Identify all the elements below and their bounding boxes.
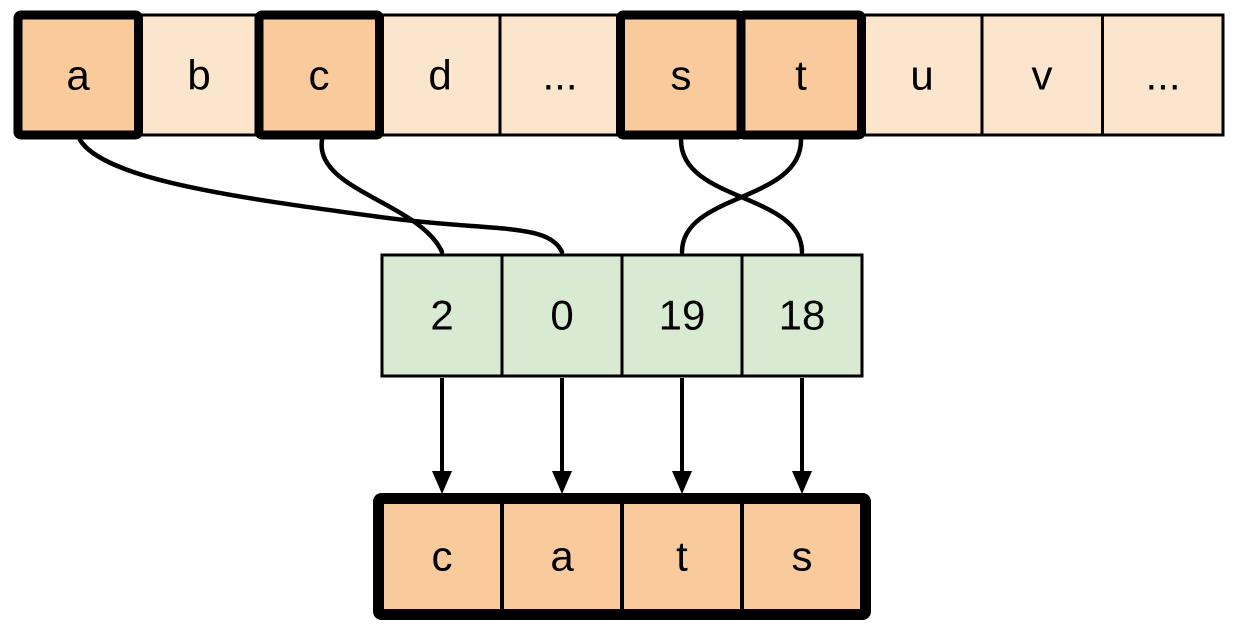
connector-a-to-0 [77,137,565,255]
connector-t-to-19 [679,137,804,255]
output-row-outer-border [373,493,871,620]
alphabet-cell-v-label: v [1032,52,1053,99]
alphabet-cell-d-label: d [428,52,451,99]
letter-to-index-connectors [77,137,805,255]
index-cell-18-value: 18 [779,292,826,339]
output-cell-s: s [740,500,864,613]
index-cell-18: 18 [740,253,864,378]
alphabet-cell-v: v [980,13,1104,137]
output-cell-s-label: s [792,533,813,580]
arrow-19-to-t-head [672,471,692,494]
arrow-0-to-a [552,378,572,494]
output-cell-a-label: a [550,533,574,580]
alphabet-cell-ellipsis-1-label: ... [542,52,577,99]
alphabet-cell-v-box [980,13,1104,137]
output-cell-c: c [380,500,504,613]
index-cell-2-value: 2 [430,292,453,339]
alphabet-cell-ellipsis-1-box [498,13,622,137]
alphabet-cell-c-label: c [309,52,330,99]
arrow-18-to-s [792,378,812,494]
alphabet-cell-a-highlighted: a [13,10,143,140]
alphabet-cell-d-box [378,13,502,137]
alphabet-cell-ellipsis-1: ... [498,13,622,137]
index-cell-19: 19 [620,253,744,378]
index-cell-19-box [620,253,744,378]
alphabet-cell-c-box [254,10,384,140]
alphabet-cell-t-highlighted: t [736,10,866,140]
index-cell-0-value: 0 [550,292,573,339]
index-cell-2-box [380,253,504,378]
alphabet-cell-c-highlighted: c [254,10,384,140]
alphabet-cell-s-label: s [671,52,692,99]
index-cell-2: 2 [380,253,504,378]
alphabet-cell-s-highlighted: s [616,10,746,140]
output-cell-t: t [620,500,744,613]
arrow-19-to-t [672,378,692,494]
alphabet-cell-ellipsis-2-box [1101,13,1225,137]
alphabet-cell-t-box [736,10,866,140]
index-cell-18-box [740,253,864,378]
arrow-2-to-c-head [432,471,452,494]
output-cell-a: a [500,500,624,613]
connector-c-to-2 [319,137,445,255]
alphabet-cell-b-label: b [187,52,210,99]
alphabet-cell-ellipsis-2-label: ... [1145,52,1180,99]
alphabet-cell-b: b [137,13,261,137]
index-to-output-arrows [432,378,812,494]
alphabet-cell-t-label: t [795,52,807,99]
index-row: 2 0 19 18 [380,253,864,378]
alphabet-row: b d ... u v ... a c [13,10,1225,140]
arrow-18-to-s-head [792,471,812,494]
alphabet-cell-u-label: u [910,52,933,99]
arrow-2-to-c [432,378,452,494]
alphabet-cell-ellipsis-2: ... [1101,13,1225,137]
alphabet-cell-a-box [13,10,143,140]
index-cell-19-value: 19 [659,292,706,339]
alphabet-cell-u: u [860,13,984,137]
alphabet-cell-d: d [378,13,502,137]
output-cell-c-label: c [432,533,453,580]
alphabet-cell-a-label: a [66,52,90,99]
arrow-0-to-a-head [552,471,572,494]
output-cell-t-label: t [676,533,688,580]
output-row: c a t s [373,493,871,620]
index-cell-0: 0 [500,253,624,378]
